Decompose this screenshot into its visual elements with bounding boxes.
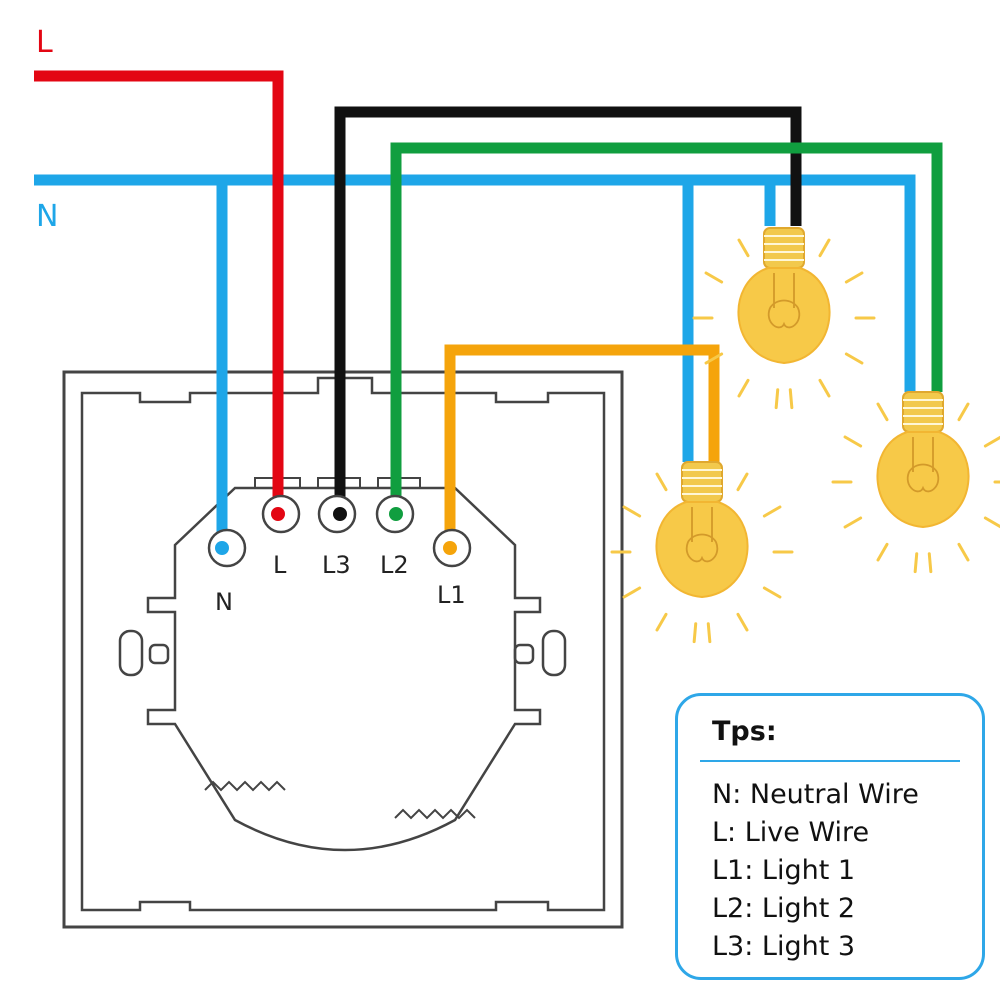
tips-box: Tps: N: Neutral Wire L: Live Wire L1: Li… — [675, 693, 985, 980]
bulb-rays — [692, 238, 876, 410]
bulb-filament — [685, 507, 719, 563]
terminal-l-label: L — [273, 551, 287, 579]
tips-list: N: Neutral Wire L: Live Wire L1: Light 1… — [712, 776, 919, 966]
mounting-clip-left — [148, 643, 170, 665]
mounting-slot-right — [541, 629, 567, 677]
bulb-filament — [906, 437, 940, 493]
bulb-base — [763, 227, 805, 269]
mounting-slot-left — [118, 629, 144, 677]
bulb-filament — [767, 273, 801, 329]
mounting-clip-right — [513, 643, 535, 665]
light-bulb-1 — [610, 461, 794, 644]
bulb-rays — [610, 472, 794, 644]
bulb-glass — [655, 501, 749, 599]
tip-item: L: Live Wire — [712, 817, 870, 848]
terminal-l2-label: L2 — [380, 551, 409, 579]
bulb-glass — [876, 431, 970, 529]
tip-item: L1: Light 1 — [712, 855, 856, 886]
light-bulb-3 — [692, 227, 876, 410]
tip-item: N: Neutral Wire — [712, 779, 919, 810]
neutral-wire-main — [34, 174, 916, 392]
l1-wire — [444, 344, 720, 548]
l3-wire — [334, 106, 802, 515]
tips-divider — [700, 760, 960, 762]
neutral-label: N — [36, 199, 59, 234]
bulb-glass — [737, 267, 831, 365]
bulb-base — [681, 461, 723, 503]
tips-title: Tps: — [712, 716, 777, 747]
tip-item: L3: Light 3 — [712, 931, 856, 962]
light-bulb-2 — [831, 391, 1000, 574]
bulb-rays — [831, 402, 1000, 574]
live-wire — [34, 70, 284, 515]
tip-item: L2: Light 2 — [712, 893, 856, 924]
l2-wire — [390, 142, 943, 515]
switch-mechanism — [146, 486, 542, 852]
terminal-l1-label: L1 — [437, 581, 466, 609]
terminal-l3-label: L3 — [322, 551, 351, 579]
bulb-base — [902, 391, 944, 433]
mechanism-teeth-left — [204, 780, 286, 792]
terminal-n-label: N — [215, 588, 233, 616]
live-label: L — [36, 25, 53, 60]
mechanism-teeth-right — [394, 808, 476, 820]
switch-plate-inner — [80, 376, 606, 912]
